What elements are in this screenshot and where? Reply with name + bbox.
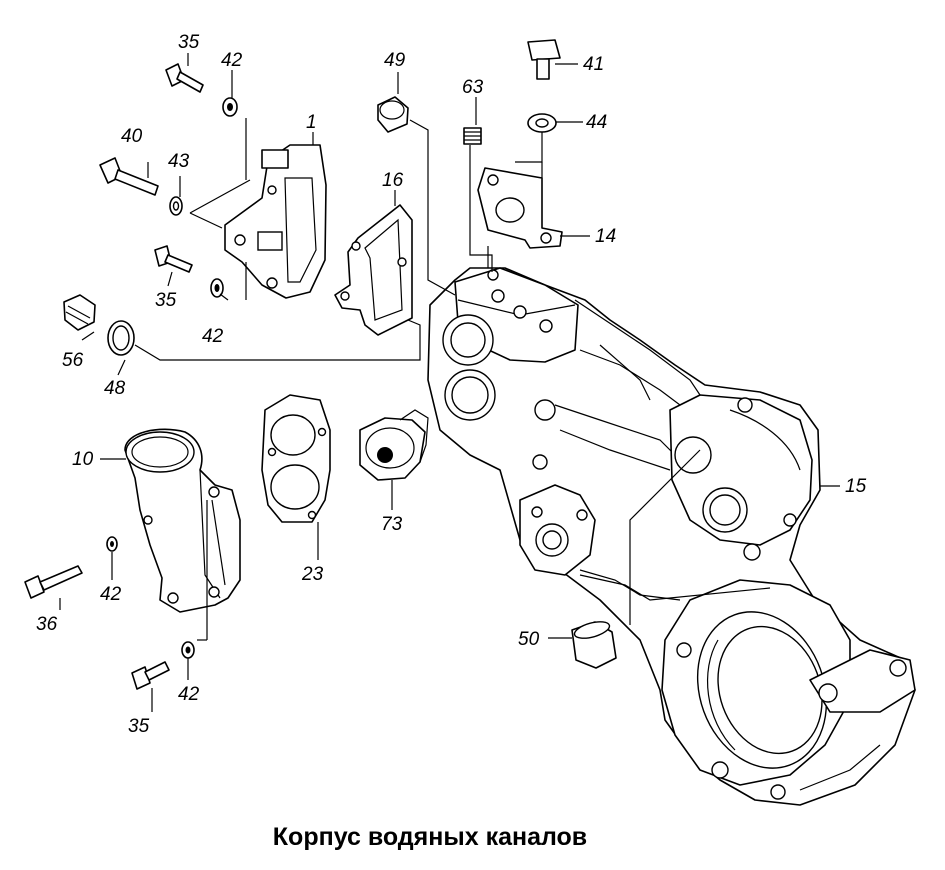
callout-36: 36 [36,614,58,635]
bolt-35-mid [154,245,193,273]
nut-42-lower-left [106,536,118,552]
callout-42-top: 42 [221,50,243,71]
gasket-16 [334,204,413,336]
callout-56: 56 [62,350,84,371]
callout-23: 23 [301,564,324,585]
bolt-35-lower [131,661,170,690]
bolt-35-top [165,63,204,93]
gasket-23 [261,394,331,523]
callout-10: 10 [72,449,94,470]
plug-56 [63,294,96,331]
o-ring-48 [107,320,135,356]
callout-49: 49 [384,50,406,71]
callout-50: 50 [518,629,540,650]
washer-43 [169,196,183,216]
callout-42-lower-left: 42 [100,584,122,605]
callout-40: 40 [121,126,143,147]
upper-flange [224,144,327,299]
nut-42-top [222,97,238,117]
callout-43: 43 [168,151,190,172]
water-pipe-10 [124,428,241,613]
thermostat-73 [359,409,429,481]
callout-44: 44 [586,112,607,133]
callout-73: 73 [381,514,403,535]
bracket-14 [477,167,563,249]
diagram-caption: Корпус водяных каналов [273,823,587,851]
leader-lines [59,53,840,712]
sleeve-50 [571,621,617,669]
bolt-40 [99,157,159,196]
washer-44 [527,113,557,133]
callout-48: 48 [104,378,126,399]
callout-1: 1 [306,112,317,133]
cap-49 [377,96,409,133]
callout-41: 41 [583,54,604,75]
nut-42-mid [210,278,224,298]
callout-labels: 35 42 1 40 43 35 42 56 48 49 16 63 41 44… [36,32,867,737]
callout-63: 63 [462,77,484,98]
callout-14: 14 [595,226,616,247]
water-channel-housing [427,267,916,806]
callout-16: 16 [382,170,404,191]
bolt-41 [527,39,561,80]
nut-42-lower-right [181,641,195,659]
plug-63 [463,127,482,145]
callout-35-lower: 35 [128,716,150,737]
callout-42-mid: 42 [202,326,224,347]
bolt-36 [24,565,83,599]
callout-15: 15 [845,476,867,497]
callout-42-lower-right: 42 [178,684,200,705]
callout-35-top: 35 [178,32,200,53]
callout-35-mid: 35 [155,290,177,311]
